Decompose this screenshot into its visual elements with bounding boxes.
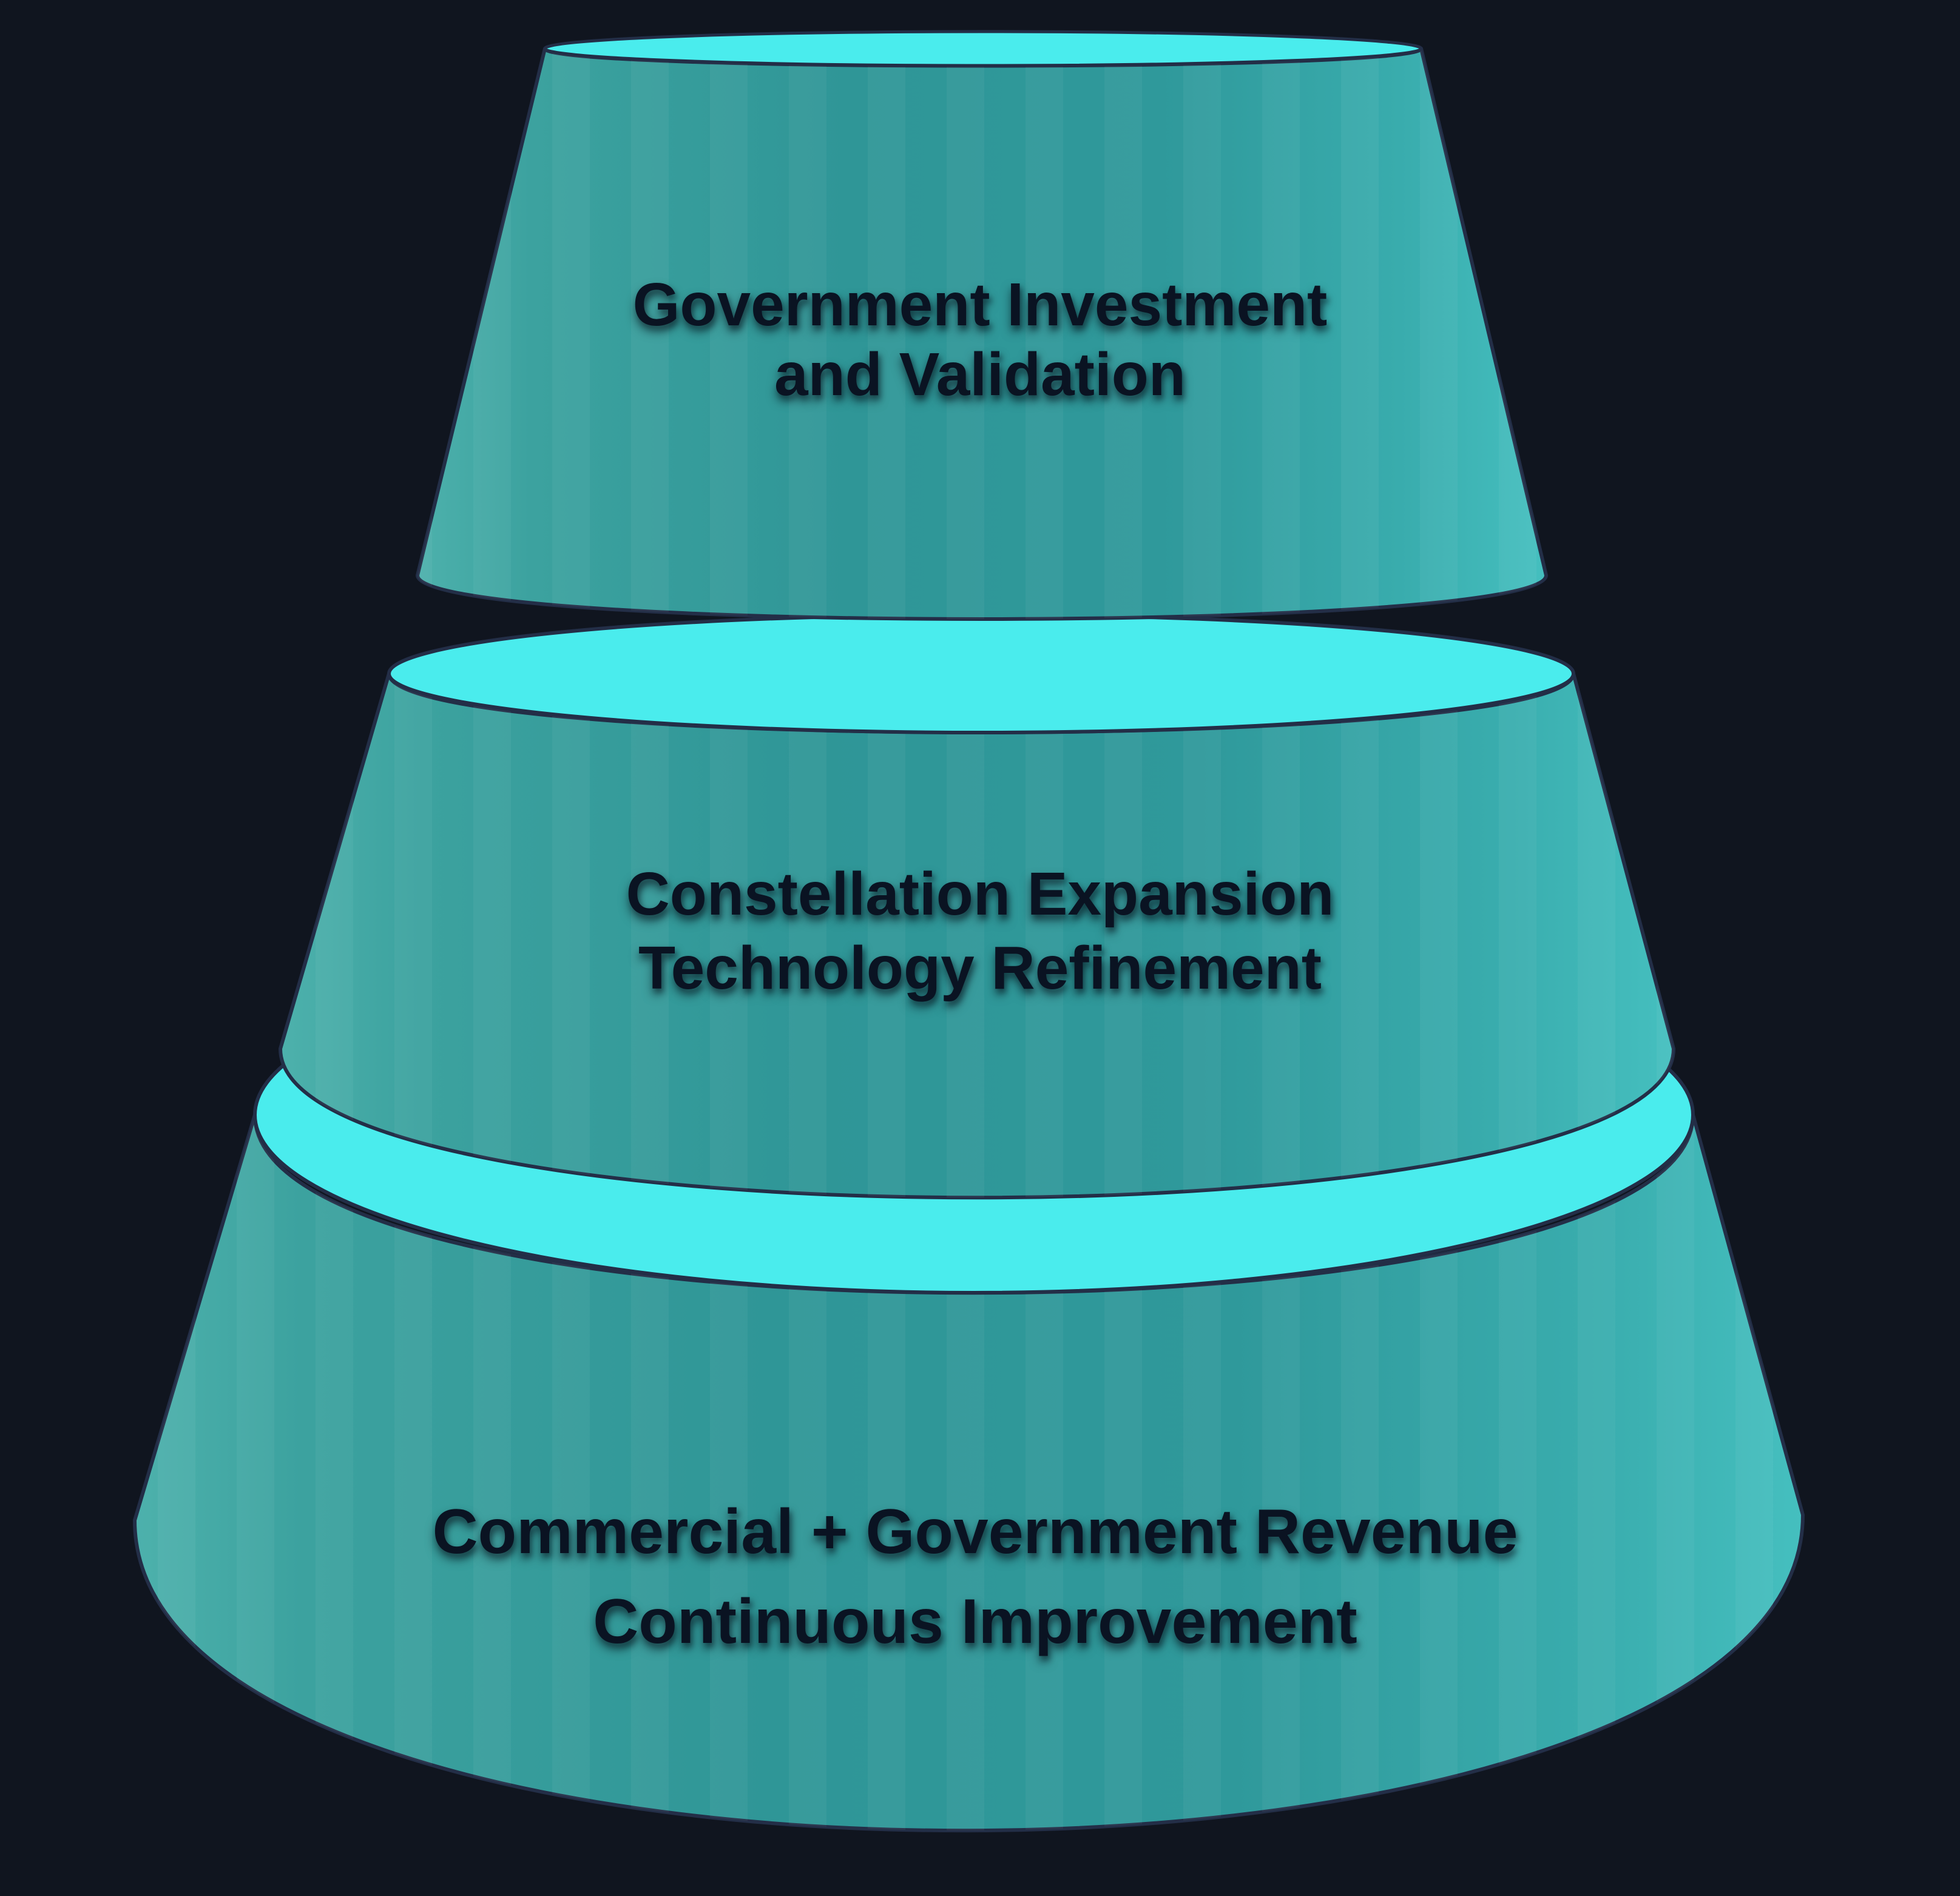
- tier-top-top-face: [543, 30, 1423, 67]
- tier-middle-label-line-1: Constellation Expansion: [626, 860, 1334, 928]
- tier-top-label-line-1: Government Investment: [632, 271, 1328, 339]
- tier-top-group: [417, 30, 1546, 619]
- tier-middle-top-face: [387, 613, 1575, 734]
- tier-top-label-line-2: and Validation: [774, 340, 1186, 408]
- tier-bottom-label-line-2: Continuous Improvement: [593, 1586, 1357, 1657]
- tier-middle-label-line-2: Technology Refinement: [638, 934, 1322, 1002]
- tier-bottom-label-line-1: Commercial + Government Revenue: [432, 1497, 1518, 1567]
